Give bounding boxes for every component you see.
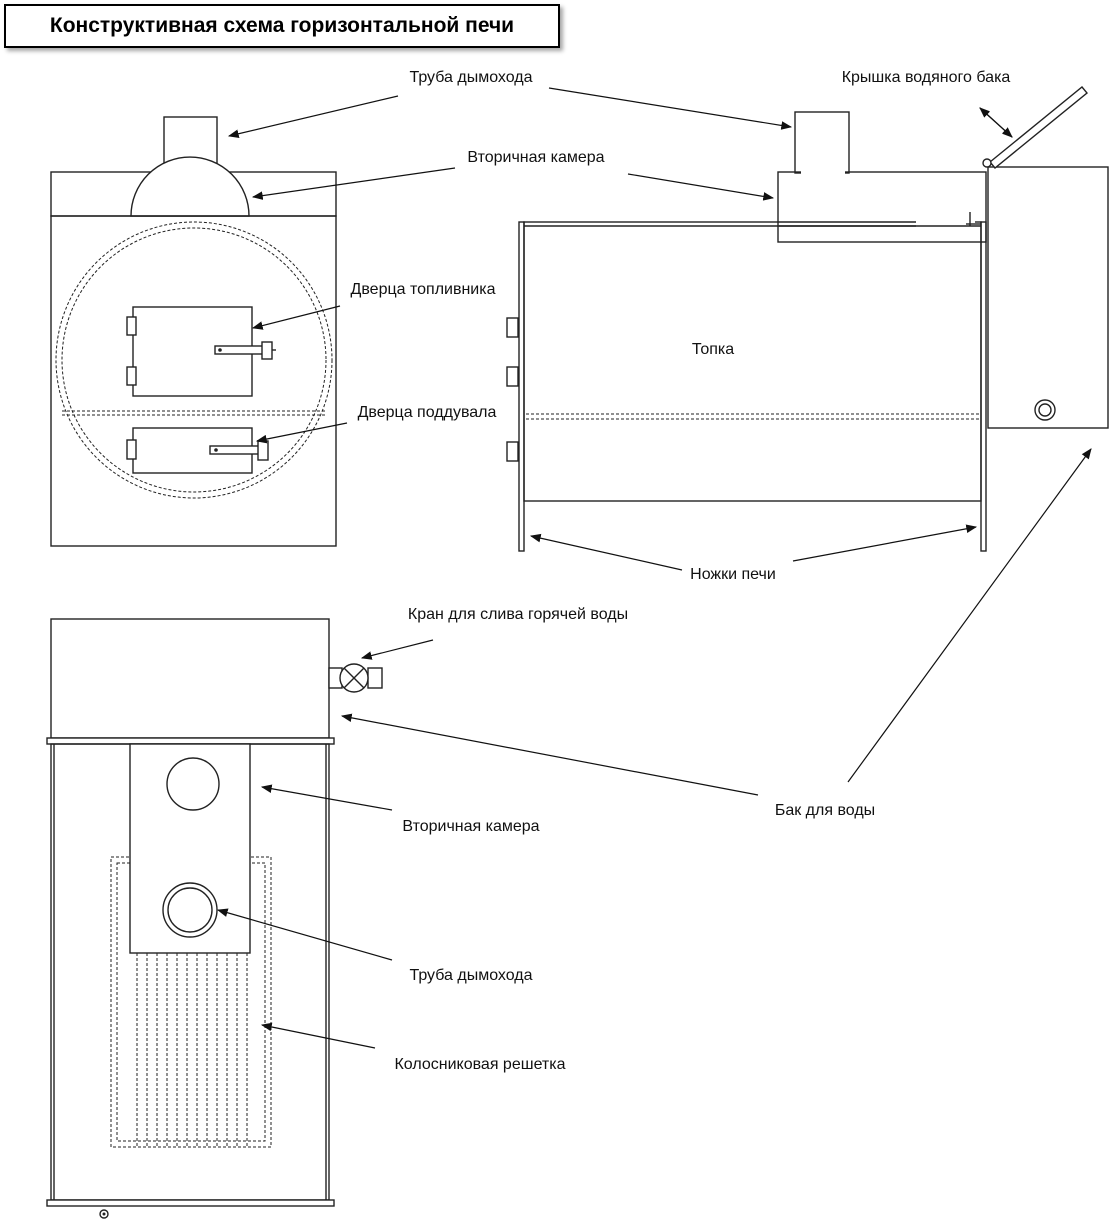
arrow-tank-top <box>340 713 759 796</box>
side-body <box>523 221 982 502</box>
top-view <box>46 618 383 1219</box>
fuel-door-hinge-bottom <box>126 366 137 386</box>
arrow-leg-rear <box>792 524 978 562</box>
label-chimney-pipe-bottom: Труба дымохода <box>409 967 532 984</box>
top-flange-upper <box>46 737 335 745</box>
arrow-chimney-front <box>227 95 399 138</box>
arrow-grate <box>260 1022 376 1049</box>
arrow-chamber-top <box>260 784 393 811</box>
arrow-drain-tap <box>360 639 434 660</box>
top-bottom-fitting <box>99 1209 109 1219</box>
front-drum-outline-inner <box>61 227 327 493</box>
fuel-door-latch <box>261 341 273 360</box>
front-chamber-dome <box>130 156 250 217</box>
side-hinge-1 <box>506 317 519 338</box>
title-box: Конструктивная схема горизонтальной печи <box>4 4 560 48</box>
side-tank-outlet-outer <box>1034 399 1056 421</box>
arrow-tank-side <box>847 448 1092 783</box>
fuel-door-handle <box>214 345 266 355</box>
side-tank-outlet-inner <box>1038 403 1052 417</box>
side-leg-front <box>518 221 525 552</box>
label-grate: Колосниковая решетка <box>394 1056 565 1073</box>
arrow-chimney-top <box>216 908 393 961</box>
arrow-fuel-door <box>251 305 341 330</box>
lid-hinge <box>982 158 992 168</box>
top-chimney-inner <box>167 887 213 933</box>
label-secondary-chamber-bottom: Вторичная камера <box>402 818 539 835</box>
ash-door-hinge <box>126 439 137 460</box>
front-body <box>50 215 337 547</box>
water-tank-lid <box>989 86 1088 169</box>
front-view <box>50 116 337 547</box>
top-water-tank <box>50 618 330 739</box>
label-ash-door: Дверца поддувала <box>358 404 497 421</box>
top-secondary-chamber <box>129 743 251 954</box>
label-drain-tap: Кран для слива горячей воды <box>408 606 628 623</box>
side-chimney-pipe <box>794 111 850 174</box>
side-leg-rear <box>980 221 987 552</box>
grate-outline-inner <box>116 862 266 1142</box>
side-hinge-3 <box>506 441 519 462</box>
tap-spout <box>367 667 383 689</box>
arrow-leg-front <box>529 533 683 571</box>
fuel-door-hinge-top <box>126 316 137 336</box>
label-stove-legs: Ножки печи <box>690 566 776 583</box>
label-firebox: Топка <box>692 341 734 358</box>
label-secondary-chamber-top: Вторичная камера <box>467 149 604 166</box>
label-water-tank: Бак для воды <box>775 802 875 819</box>
ash-door-latch <box>257 440 269 461</box>
side-view: Топка <box>506 86 1109 552</box>
arrow-lid <box>979 107 1013 138</box>
labels: Труба дымохода Крышка водяного бака Втор… <box>351 69 1011 1073</box>
leader-arrows <box>216 87 1092 1049</box>
side-secondary-chamber <box>777 171 987 243</box>
arrow-ash-door <box>255 422 348 444</box>
top-flange-lower <box>46 1199 335 1207</box>
label-chimney-pipe-top: Труба дымохода <box>409 69 532 86</box>
arrow-chimney-side <box>548 87 793 130</box>
front-drum-outline-outer <box>55 221 333 499</box>
label-water-tank-lid: Крышка водяного бака <box>842 69 1011 86</box>
side-water-tank <box>987 166 1109 429</box>
top-chamber-opening <box>166 757 220 811</box>
arrow-chamber-side <box>627 173 775 201</box>
diagram-title: Конструктивная схема горизонтальной печи <box>49 14 515 37</box>
side-hinge-2 <box>506 366 519 387</box>
arrow-chamber-front <box>251 167 456 200</box>
label-fuel-door: Дверца топливника <box>351 281 496 298</box>
